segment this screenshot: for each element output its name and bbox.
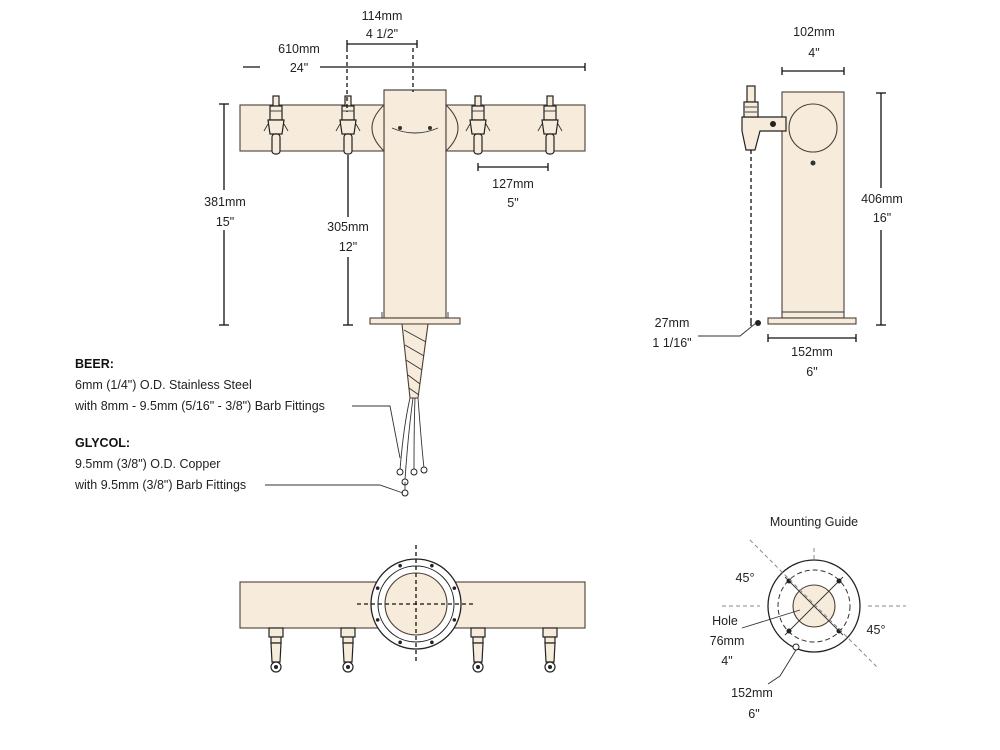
- dim-114: 114mm 4 1/2": [346, 9, 418, 112]
- flange-bolt: [375, 618, 380, 622]
- front-tap-1: [263, 95, 289, 155]
- glycol-line-2: with 9.5mm (3/8") Barb Fittings: [74, 478, 246, 492]
- top-tap-2: [340, 627, 356, 673]
- front-base-flange: [369, 317, 461, 325]
- flange-in: 6": [748, 707, 759, 721]
- dim-152-side-mm: 152mm: [791, 345, 833, 359]
- side-view: [741, 85, 857, 326]
- flange-bolt: [398, 640, 402, 645]
- dim-102-in: 4": [808, 46, 819, 60]
- hole-label: Hole: [712, 614, 738, 628]
- top-tap-1: [268, 627, 284, 673]
- front-taps: [263, 95, 563, 155]
- glycol-line-1: 9.5mm (3/8") O.D. Copper: [75, 457, 220, 471]
- dim-27: 27mm 1 1/16": [652, 316, 757, 350]
- dim-305: 305mm 12": [325, 155, 371, 326]
- hole-in: 4": [721, 654, 732, 668]
- mounting-title: Mounting Guide: [770, 515, 858, 529]
- flange-bolt: [430, 640, 434, 645]
- dim-27-mm: 27mm: [655, 316, 690, 330]
- dim-114-mm: 114mm: [362, 9, 403, 23]
- front-tap-4: [537, 95, 563, 155]
- flange-bolts: [375, 563, 457, 645]
- front-tap-3: [465, 95, 491, 155]
- top-tap-4: [542, 627, 558, 673]
- flange-bolt: [375, 586, 380, 590]
- top-tap-3: [470, 627, 486, 673]
- front-view: [239, 89, 586, 497]
- dim-114-in: 4 1/2": [366, 27, 398, 41]
- dim-102: 102mm 4": [781, 25, 845, 75]
- beer-line-2: with 8mm - 9.5mm (5/16" - 3/8") Barb Fit…: [74, 399, 325, 413]
- dim-152-side-in: 6": [806, 365, 817, 379]
- beer-title: BEER:: [75, 357, 114, 371]
- dim-406: 406mm 16": [858, 92, 906, 326]
- dim-27-in: 1 1/16": [652, 336, 691, 350]
- dim-102-mm: 102mm: [793, 25, 835, 39]
- dim-305-in: 12": [339, 240, 357, 254]
- side-shoulder: [788, 103, 838, 153]
- front-tap-2: [335, 95, 361, 155]
- line-notes: BEER: 6mm (1/4") O.D. Stainless Steel wi…: [74, 357, 404, 494]
- flange-mm: 152mm: [731, 686, 773, 700]
- glycol-title: GLYCOL:: [75, 436, 130, 450]
- dim-610-in: 24": [290, 61, 308, 75]
- dim-305-mm: 305mm: [327, 220, 369, 234]
- flange-bolt: [398, 563, 402, 568]
- dim-127-in: 5": [507, 196, 518, 210]
- flange-bolt: [452, 586, 457, 590]
- dim-406-in: 16": [873, 211, 891, 225]
- dim-381: 381mm 15": [204, 103, 246, 326]
- top-taps: [268, 627, 558, 673]
- angle-right-label: 45°: [867, 623, 886, 637]
- dim-610-mm: 610mm: [278, 42, 320, 56]
- mounting-guide: Mounting Guide 45° 45° Hole 76mm 4" 152m…: [710, 515, 906, 721]
- side-tap: [741, 85, 787, 151]
- dim-381-in: 15": [216, 215, 234, 229]
- dim-127: 127mm 5": [477, 163, 549, 210]
- flange-bolt: [452, 618, 457, 622]
- side-base-flange: [767, 317, 857, 325]
- dim-127-mm: 127mm: [492, 177, 534, 191]
- dim-381-mm: 381mm: [204, 195, 246, 209]
- hole-mm: 76mm: [710, 634, 745, 648]
- dim-152-side: 152mm 6": [767, 334, 857, 379]
- flange-bolt: [430, 563, 434, 568]
- beer-line-1: 6mm (1/4") O.D. Stainless Steel: [75, 378, 252, 392]
- front-column: [383, 89, 447, 319]
- angle-top-label: 45°: [736, 571, 755, 585]
- dim-610: 610mm 24": [243, 42, 586, 75]
- dim-406-mm: 406mm: [861, 192, 903, 206]
- top-view: [239, 545, 586, 663]
